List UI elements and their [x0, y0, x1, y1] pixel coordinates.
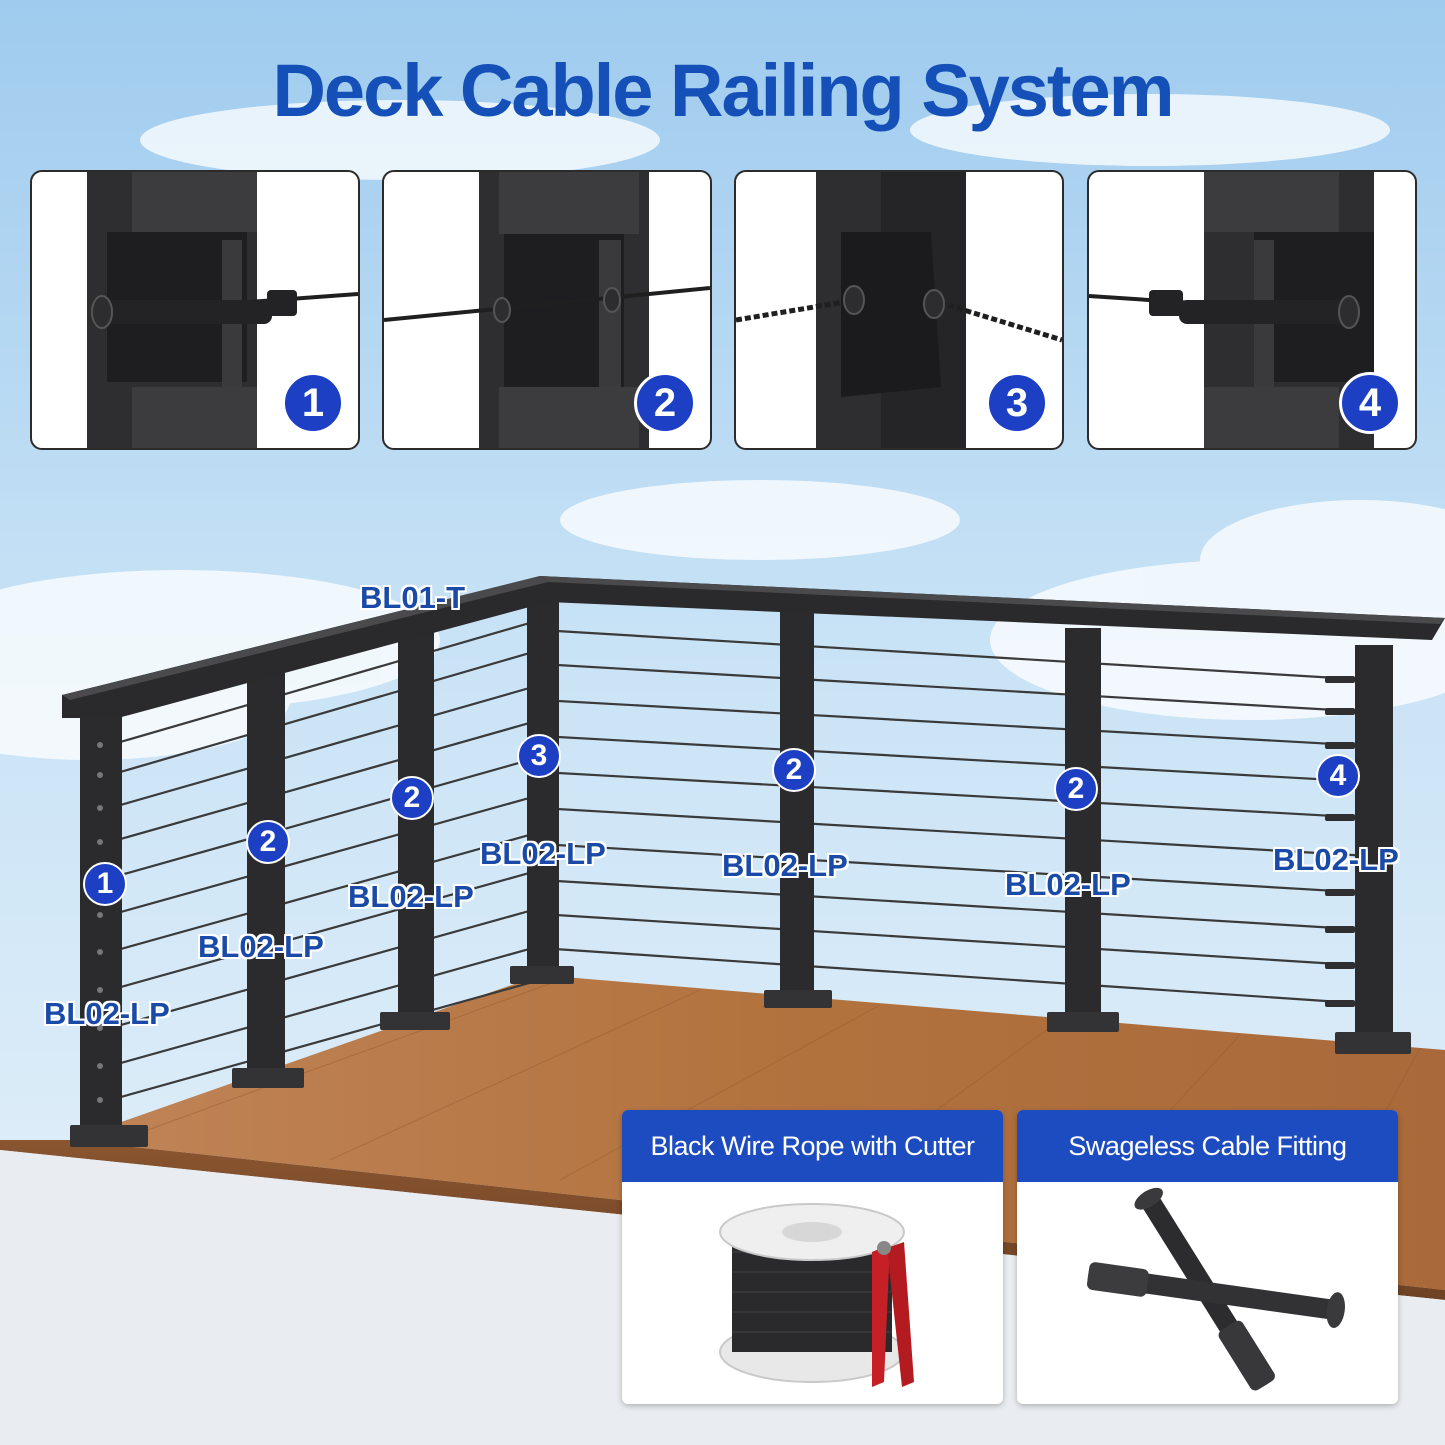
- post-label-7: BL02-LP: [1273, 842, 1399, 877]
- corner-post-pass-through-detail-icon: [736, 172, 1062, 448]
- detail-number-badge: 3: [986, 372, 1048, 434]
- detail-card-4: 4: [1087, 170, 1417, 450]
- detail-card-2: 2: [382, 170, 712, 450]
- post-label-2: BL02-LP: [198, 929, 324, 964]
- intermediate-post-pass-through-detail-icon: [384, 172, 710, 448]
- post-label-5: BL02-LP: [722, 848, 848, 883]
- post-marker-2: 2: [246, 820, 290, 864]
- detail-number-badge: 1: [282, 372, 344, 434]
- post-label-6: BL02-LP: [1005, 867, 1131, 902]
- detail-number-badge: 2: [634, 372, 696, 434]
- swageless-fitting-icon: [1086, 1187, 1345, 1391]
- detail-card-3: 3: [734, 170, 1064, 450]
- product-card-swageless-fitting: Swageless Cable Fitting: [1017, 1110, 1398, 1404]
- post-marker-6: 2: [1054, 767, 1098, 811]
- post-label-1: BL02-LP: [44, 996, 170, 1031]
- post-marker-1: 1: [83, 862, 127, 906]
- detail-card-1: 1: [30, 170, 360, 450]
- product-title: Swageless Cable Fitting: [1017, 1110, 1398, 1182]
- product-card-wire-rope: Black Wire Rope with Cutter: [622, 1110, 1003, 1404]
- cables-left: [109, 618, 541, 1102]
- cables-right: [539, 628, 1371, 1006]
- top-rail-label: BL01-T: [360, 580, 466, 615]
- post-marker-3: 2: [390, 776, 434, 820]
- post-label-3: BL02-LP: [348, 879, 474, 914]
- post-marker-5: 2: [772, 748, 816, 792]
- product-title: Black Wire Rope with Cutter: [622, 1110, 1003, 1182]
- end-post-tensioner-detail-icon: [1089, 172, 1374, 448]
- post-marker-7: 4: [1316, 754, 1360, 798]
- cable-spool-with-cutter-icon: [719, 1203, 914, 1387]
- post-label-4: BL02-LP: [480, 836, 606, 871]
- end-post-tensioner-detail-icon: [87, 172, 358, 448]
- detail-number-badge: 4: [1339, 372, 1401, 434]
- post-marker-4: 3: [517, 734, 561, 778]
- page-title: Deck Cable Railing System: [272, 49, 1174, 132]
